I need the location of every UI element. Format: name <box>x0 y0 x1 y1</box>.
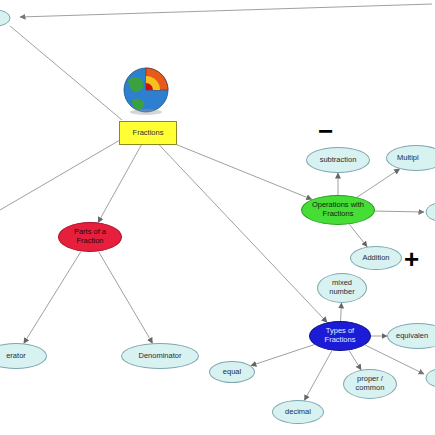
connector <box>177 145 312 200</box>
offpage-line <box>20 4 432 17</box>
offpage-node <box>426 203 435 221</box>
operation-symbol: − <box>318 118 333 144</box>
term-ellipse: Multipl <box>386 145 435 171</box>
category-ellipse: Parts of a Fraction <box>58 222 122 252</box>
connector <box>98 145 141 223</box>
offpage-line <box>0 140 120 210</box>
node-text: Types of Fractions <box>310 327 370 344</box>
term-ellipse: erator <box>0 343 47 369</box>
offpage-node <box>0 10 10 26</box>
operation-symbol: + <box>404 246 419 272</box>
connector <box>371 336 387 337</box>
node-text: Denominator <box>132 352 189 361</box>
term-ellipse: proper / common <box>343 369 397 399</box>
connector <box>24 251 81 343</box>
connector <box>349 350 361 369</box>
offpage-line <box>372 211 424 212</box>
node-text: equivalen <box>388 332 428 341</box>
term-ellipse: equivalen <box>387 323 435 349</box>
offpage-node <box>426 369 435 387</box>
node-text: subtraction <box>313 156 364 165</box>
connector <box>159 145 327 322</box>
topic-box: Fractions <box>119 121 177 145</box>
connector <box>251 345 315 366</box>
term-ellipse: Addition <box>350 246 402 270</box>
connector <box>99 252 153 344</box>
connector <box>349 224 367 246</box>
connector <box>340 303 342 321</box>
node-text: equal <box>216 368 248 377</box>
connector <box>338 173 339 195</box>
globe-icon <box>124 68 168 115</box>
node-text: Parts of a Fraction <box>59 228 121 245</box>
node-text: Addition <box>355 254 396 263</box>
node-text: Fractions <box>130 129 167 138</box>
term-ellipse: subtraction <box>306 147 370 173</box>
term-ellipse: Denominator <box>121 343 199 369</box>
term-ellipse: mixed number <box>317 273 367 303</box>
connector <box>304 351 332 401</box>
connector <box>357 169 400 197</box>
term-ellipse: decimal <box>272 400 324 424</box>
node-text: Multipl <box>387 154 419 163</box>
node-text: Operations with Fractions <box>302 201 374 218</box>
term-ellipse: equal <box>209 361 255 383</box>
category-ellipse: Types of Fractions <box>309 321 371 351</box>
offpage-line <box>10 26 122 120</box>
category-ellipse: Operations with Fractions <box>301 195 375 225</box>
node-text: proper / common <box>344 375 396 392</box>
node-text: mixed number <box>318 279 366 296</box>
node-text: decimal <box>278 408 318 417</box>
node-text: erator <box>0 352 33 361</box>
